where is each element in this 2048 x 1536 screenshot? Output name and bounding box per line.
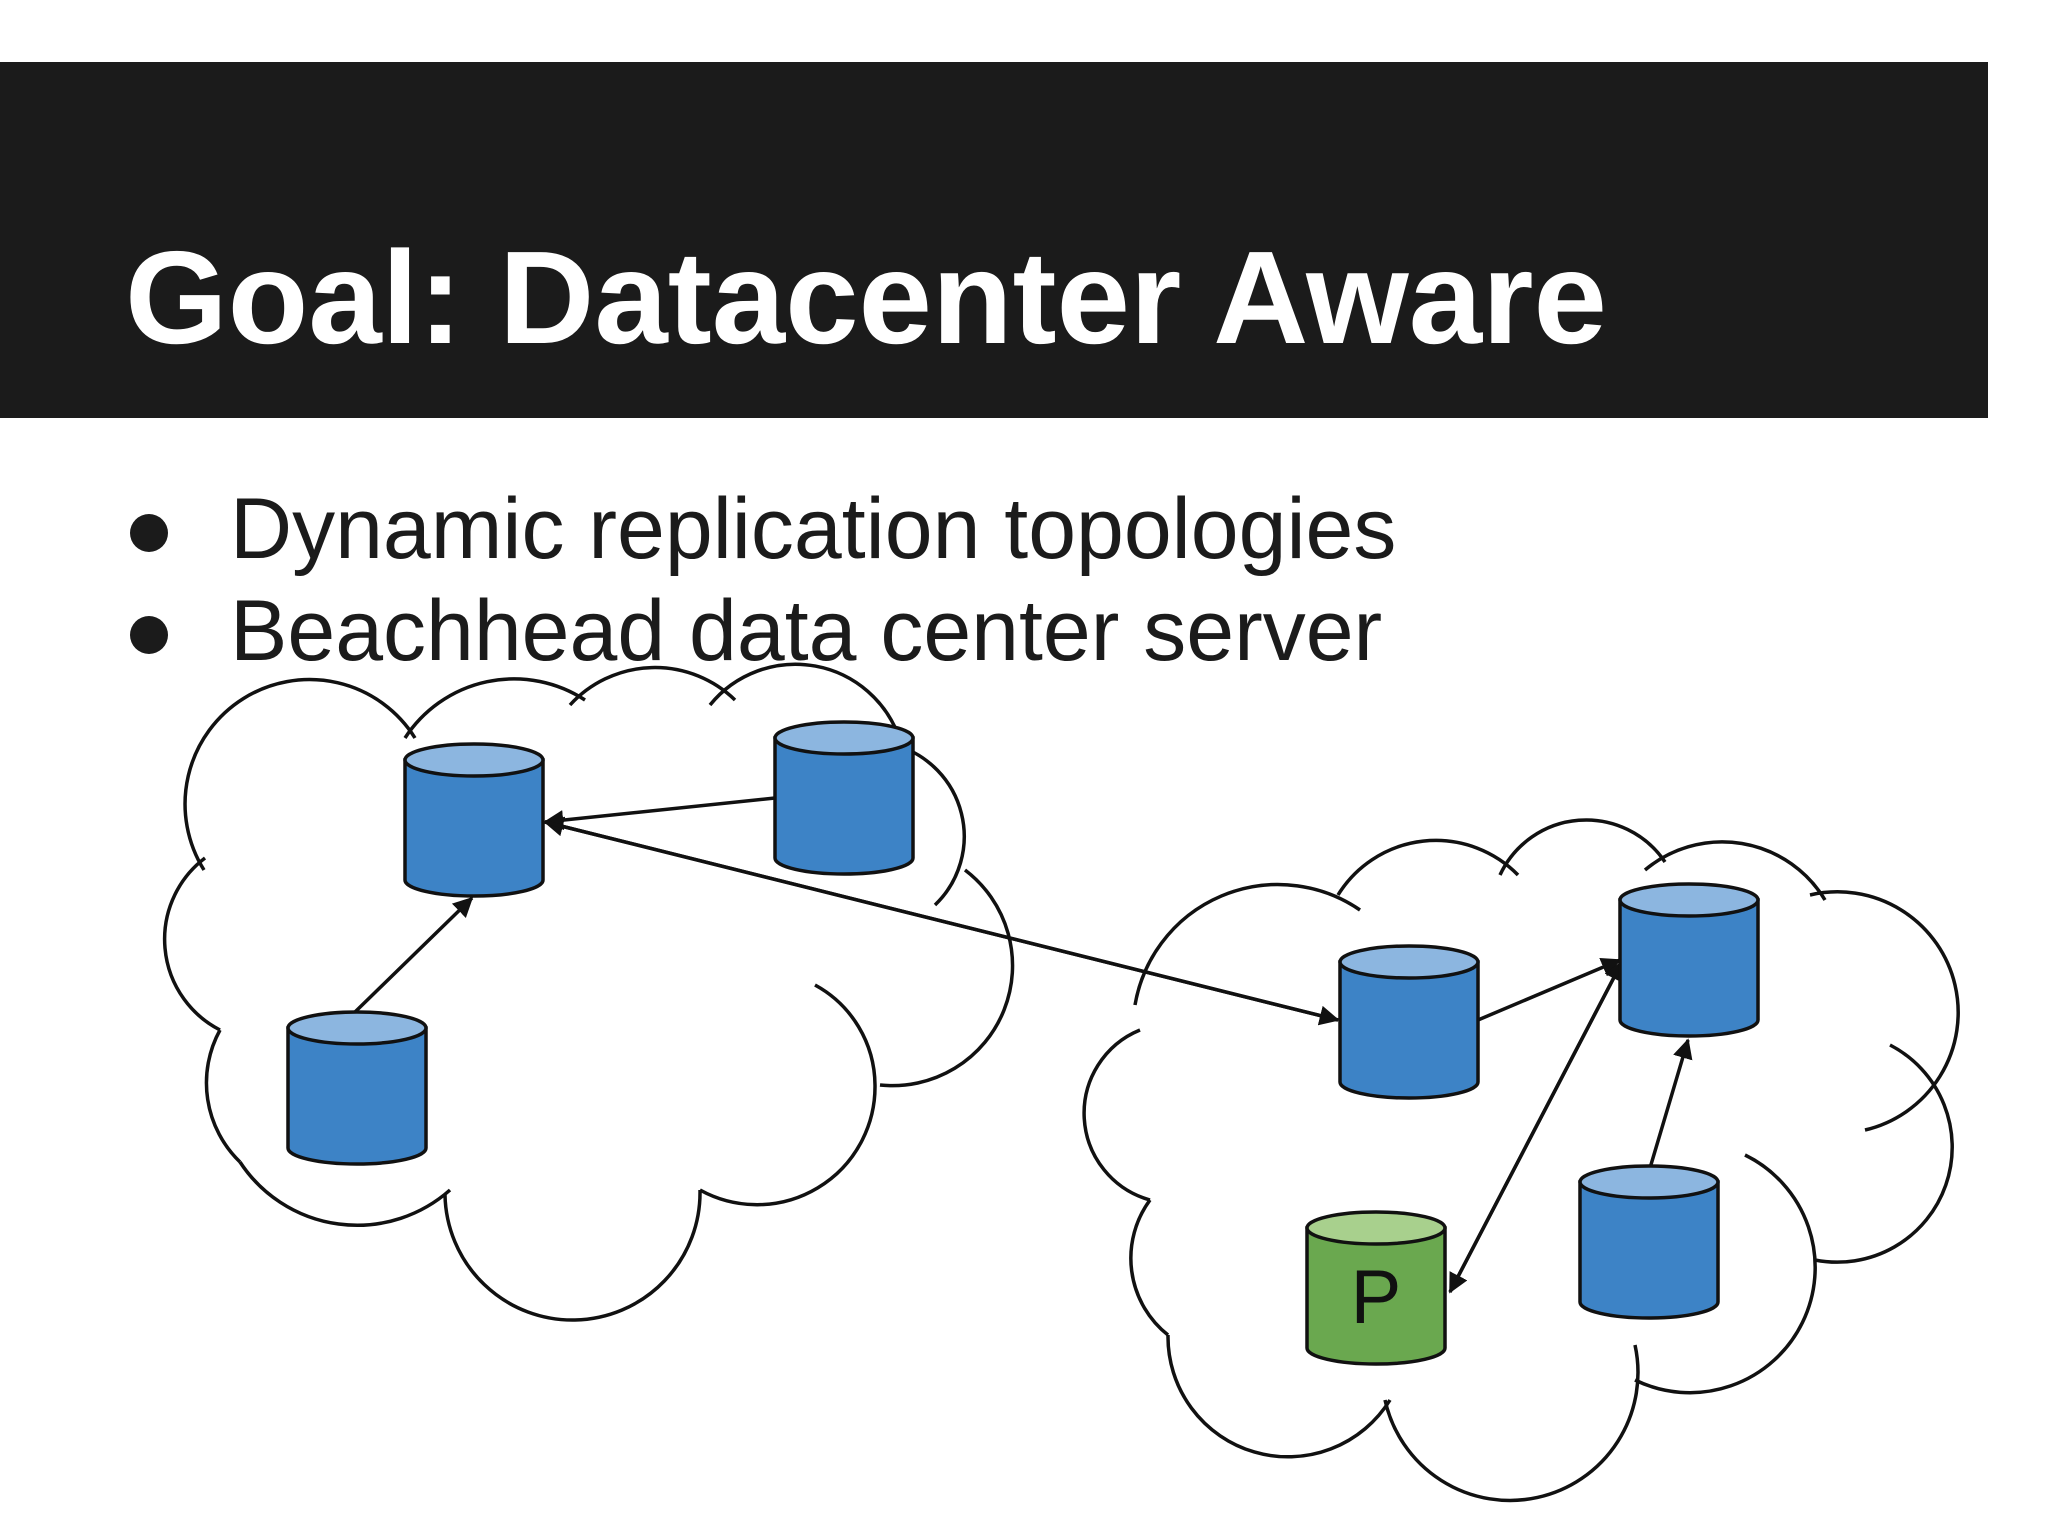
bullet-dot-icon <box>130 616 168 654</box>
bullet-dot-icon <box>130 514 168 552</box>
replication-arrow <box>1648 1038 1693 1169</box>
database-replica-icon <box>1618 882 1760 1038</box>
slide-title: Goal: Datacenter Aware <box>125 224 1607 371</box>
datacenter-cloud-right <box>1082 818 1960 1503</box>
datacenter-cloud-left <box>162 662 1015 1322</box>
bullet-text: Dynamic replication topologies <box>230 481 1397 577</box>
replication-arrow <box>543 796 776 831</box>
database-replica-icon <box>1578 1164 1720 1320</box>
database-replica-icon <box>286 1010 428 1166</box>
title-bar <box>0 62 1988 418</box>
replication-arrow <box>1477 957 1622 1022</box>
replication-arrow-bidirectional <box>1448 960 1624 1293</box>
replication-links <box>353 796 1693 1294</box>
database-primary-icon <box>1305 1210 1447 1366</box>
database-beachhead-icon <box>1338 944 1480 1100</box>
database-replica-icon <box>403 742 545 898</box>
bullet-list: Dynamic replication topologies Beachhead… <box>124 478 1396 682</box>
replication-arrow <box>353 896 474 1014</box>
replication-arrow-cross-dc <box>544 820 1340 1026</box>
bullet-item-dynamic-topologies: Dynamic replication topologies <box>124 478 1396 580</box>
primary-label: P <box>1351 1255 1402 1340</box>
database-replica-icon <box>773 720 915 876</box>
